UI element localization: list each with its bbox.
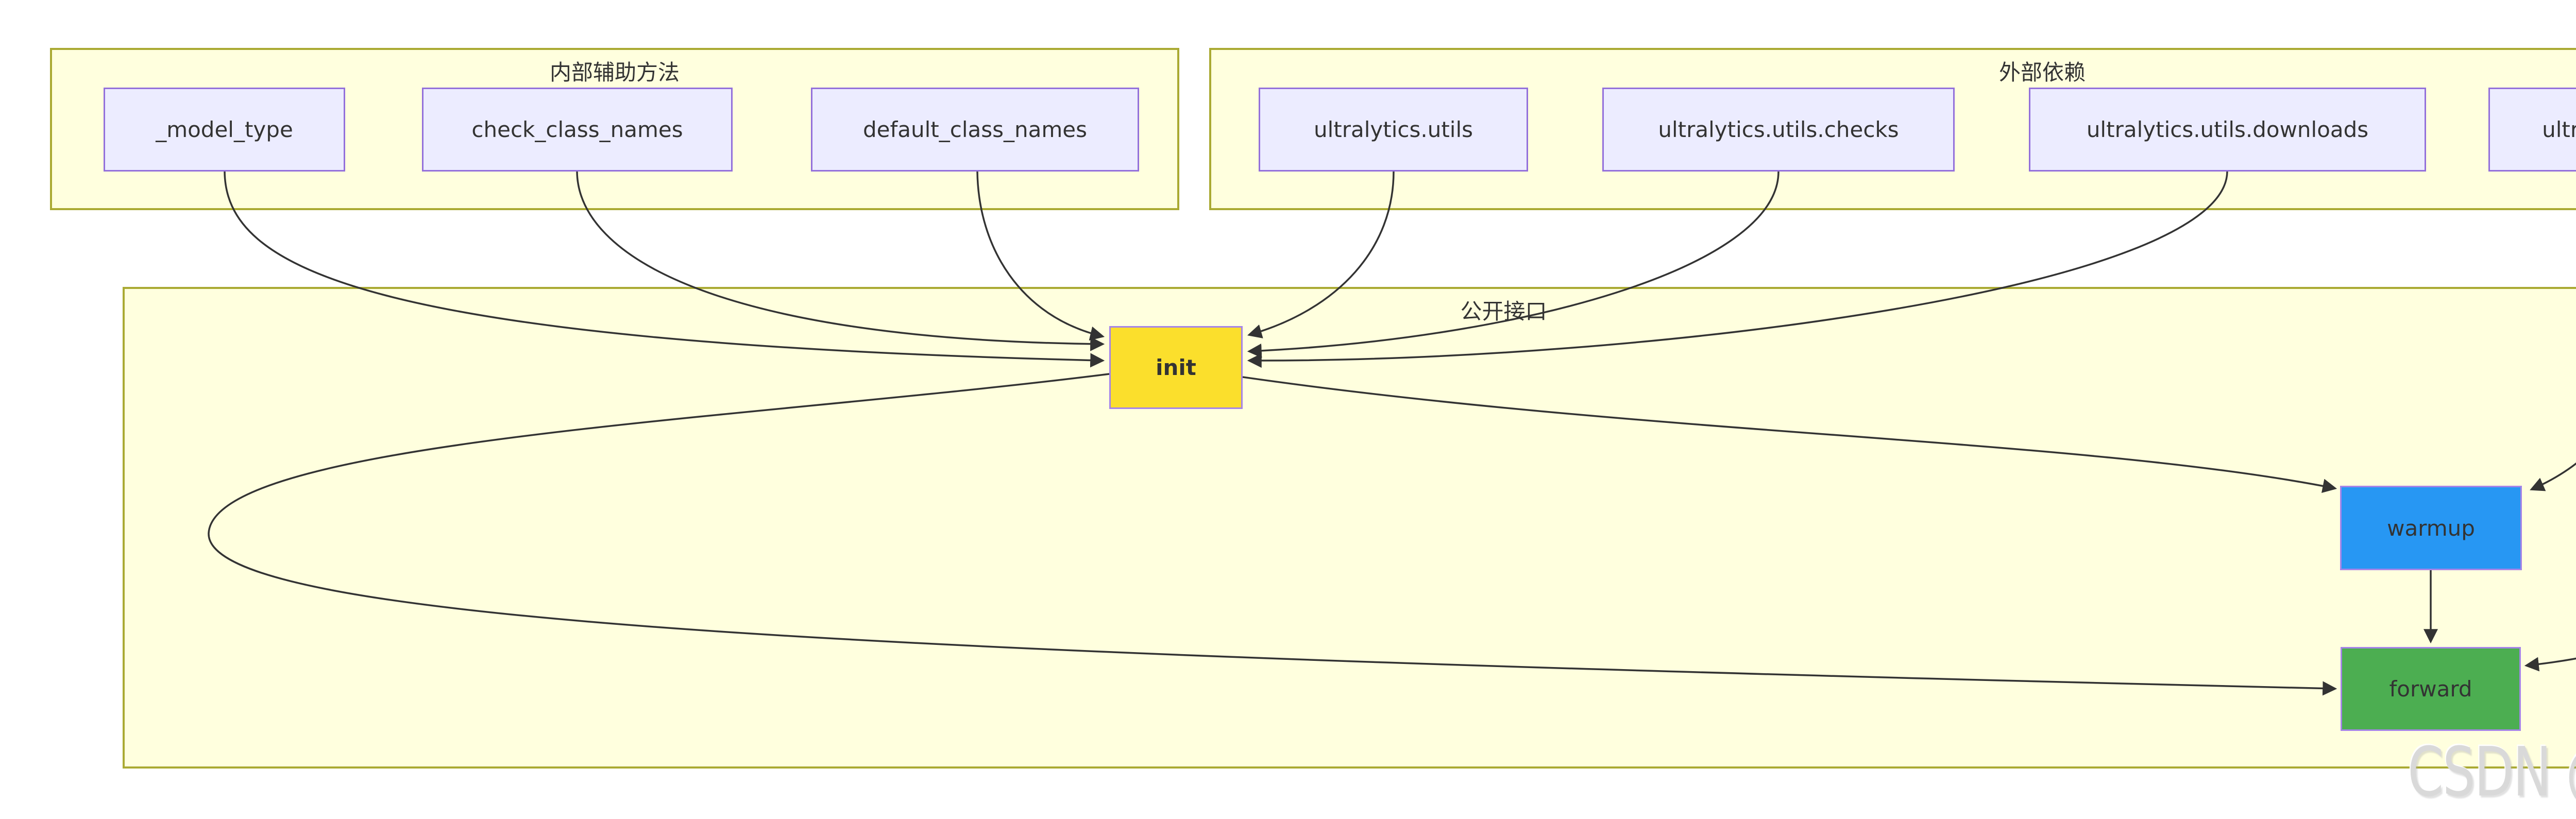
node-warmup: warmup — [2340, 486, 2522, 570]
node-warmup-label: warmup — [2387, 515, 2475, 541]
edge-from-numpy-to-forward — [2524, 657, 2576, 672]
cluster-external-deps-label: 外部依赖 — [1998, 60, 2086, 85]
node-init: init — [1109, 326, 1243, 409]
cluster-public-api-label: 公开接口 — [1460, 299, 1547, 324]
node-default-class-names-label: default_class_names — [862, 117, 1088, 142]
node-ultralytics-utils-downloads: ultralytics.utils.downloads — [2029, 88, 2426, 172]
node-ultralytics-utils-checks: ultralytics.utils.checks — [1602, 88, 1955, 172]
node-model-type-label: _model_type — [156, 117, 293, 142]
csdn-watermark: CSDN @Together_CZ — [2408, 732, 2576, 812]
edge-ultralytics-utils-nms-to-warmup — [2530, 462, 2576, 491]
node-forward-label: forward — [2389, 676, 2472, 702]
node-ultralytics-utils-nms: ultralytics.utils.nms — [2488, 88, 2576, 172]
cluster-internal-helpers-label: 内部辅助方法 — [549, 60, 680, 85]
edge-ultralytics-utils-to-init — [1247, 171, 1395, 338]
edge-model-type-to-init — [224, 171, 1105, 368]
node-check-class-names: check_class_names — [422, 88, 733, 172]
node-ultralytics-utils-nms-label: ultralytics.utils.nms — [2542, 117, 2576, 142]
node-ultralytics-utils-downloads-label: ultralytics.utils.downloads — [2086, 117, 2369, 142]
node-ultralytics-utils: ultralytics.utils — [1259, 88, 1528, 172]
edge-init-to-warmup — [1242, 376, 2337, 493]
cluster-public-api: 公开接口 — [123, 287, 2576, 769]
node-forward: forward — [2341, 647, 2521, 731]
edge-check-class-names-to-init — [576, 171, 1105, 351]
edge-default-class-names-to-init — [976, 171, 1105, 341]
node-ultralytics-utils-checks-label: ultralytics.utils.checks — [1658, 117, 1899, 142]
edge-ultralytics-utils-downloads-to-init — [1247, 171, 2228, 368]
node-model-type: _model_type — [104, 88, 345, 172]
edge-ultralytics-utils-checks-to-init — [1247, 171, 1780, 358]
edge-init-to-forward — [208, 373, 2337, 696]
node-ultralytics-utils-label: ultralytics.utils — [1313, 117, 1473, 142]
node-default-class-names: default_class_names — [811, 88, 1139, 172]
node-init-label: init — [1156, 355, 1196, 380]
node-check-class-names-label: check_class_names — [471, 117, 683, 142]
